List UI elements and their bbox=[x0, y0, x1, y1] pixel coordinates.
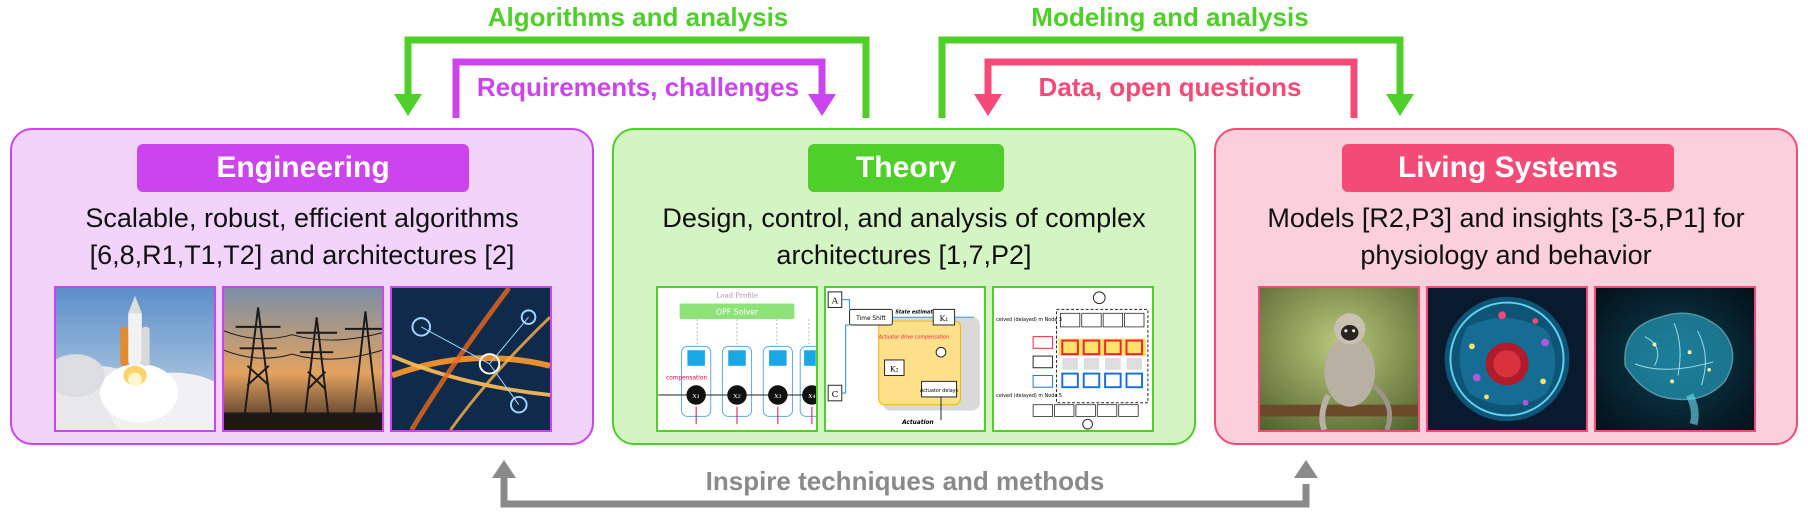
inspire-label: Inspire techniques and methods bbox=[705, 466, 1105, 496]
time-shift-label: Time Shift bbox=[855, 316, 886, 322]
engineering-desc-line-2: [6,8,R1,T1,T2] and architectures [2] bbox=[89, 240, 515, 270]
node-x1-label: x₁ bbox=[692, 391, 700, 400]
data-arrow bbox=[974, 58, 1358, 118]
smart-city-image bbox=[390, 286, 552, 432]
requirements-label: Requirements, challenges bbox=[476, 72, 800, 102]
theory-description: Design, control, and analysis of complex… bbox=[624, 200, 1184, 274]
monkey-image bbox=[1258, 286, 1420, 432]
theory-desc-line-1: Design, control, and analysis of complex bbox=[662, 203, 1146, 233]
rocket-launch-image bbox=[54, 286, 216, 432]
k2-block-label: K₂ bbox=[890, 365, 899, 374]
modeling-arrow bbox=[938, 36, 1414, 118]
algorithms-label: Algorithms and analysis bbox=[487, 2, 789, 32]
delayed-nodes-figure: ceived (delayed) m Node 3 ceived (delaye… bbox=[992, 286, 1154, 432]
state-estimate-label: State estimate bbox=[895, 309, 936, 315]
living-systems-title: Living Systems bbox=[1342, 144, 1674, 192]
data-label: Data, open questions bbox=[1038, 72, 1302, 102]
living-desc-line-2: physiology and behavior bbox=[1360, 240, 1652, 270]
node-x3-label: x₃ bbox=[774, 391, 782, 400]
engineering-desc-line-1: Scalable, robust, efficient algorithms bbox=[85, 203, 519, 233]
control-block-diagram-figure: A C Time Shift State estimate K₁ Actuato… bbox=[824, 286, 986, 432]
c-block-label: C bbox=[832, 390, 839, 400]
power-lines-image bbox=[222, 286, 384, 432]
brain-image bbox=[1594, 286, 1756, 432]
a-block-label: A bbox=[831, 297, 839, 307]
opf-network-figure: Load Profile OPF Solver compensation bbox=[656, 286, 818, 432]
node-x4-label: x₄ bbox=[808, 391, 816, 400]
node-x2-label: x₂ bbox=[733, 391, 741, 400]
load-profile-label: Load Profile bbox=[716, 292, 758, 300]
engineering-title: Engineering bbox=[137, 144, 469, 192]
living-systems-description: Models [R2,P3] and insights [3-5,P1] for… bbox=[1226, 200, 1786, 274]
theory-panel: Theory Design, control, and analysis of … bbox=[612, 128, 1196, 445]
k1-block-label: K₁ bbox=[939, 314, 948, 323]
living-systems-panel: Living Systems Models [R2,P3] and insigh… bbox=[1214, 128, 1798, 445]
received-node-3-label: ceived (delayed) m Node 3 bbox=[996, 317, 1062, 323]
inspire-arrow bbox=[492, 460, 1318, 508]
cell-image bbox=[1426, 286, 1588, 432]
received-node-5-label: ceived (delayed) m Node 5 bbox=[996, 393, 1062, 399]
theory-title: Theory bbox=[808, 144, 1004, 192]
engineering-description: Scalable, robust, efficient algorithms [… bbox=[22, 200, 582, 274]
engineering-panel: Engineering Scalable, robust, efficient … bbox=[10, 128, 594, 445]
actuator-delays-label: Actuator delays bbox=[920, 388, 959, 394]
requirements-arrow bbox=[452, 58, 836, 118]
theory-desc-line-2: architectures [1,7,P2] bbox=[776, 240, 1032, 270]
opf-solver-label: OPF Solver bbox=[716, 307, 759, 316]
modeling-label: Modeling and analysis bbox=[1031, 2, 1309, 32]
actuation-label: Actuation bbox=[901, 420, 934, 426]
living-desc-line-1: Models [R2,P3] and insights [3-5,P1] for bbox=[1267, 203, 1745, 233]
algorithms-arrow bbox=[394, 36, 870, 118]
actuator-drive-label: Actuator drive compensation bbox=[877, 335, 949, 341]
compensation-label: compensation bbox=[666, 375, 708, 381]
